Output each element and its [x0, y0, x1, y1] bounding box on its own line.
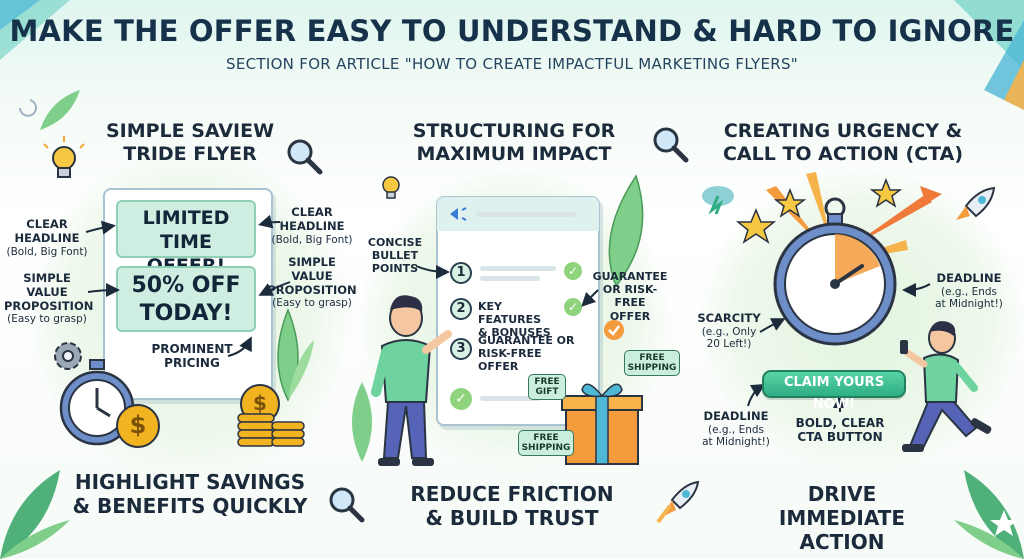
page-subtitle: SECTION FOR ARTICLE "HOW TO CREATE IMPAC…	[226, 55, 798, 73]
lightning-cloud-icon	[702, 186, 734, 215]
rocket-icon-2	[956, 186, 996, 220]
bullet-number-1: 1	[450, 262, 472, 284]
free-shipping-tag-top: FREE SHIPPING	[624, 350, 680, 376]
megaphone-sparkle-icon	[450, 207, 467, 221]
big-stopwatch-icon	[773, 197, 897, 346]
coin-icon: $	[116, 404, 160, 448]
check-icon: ✓	[564, 262, 582, 280]
coin-stack-icon	[237, 413, 305, 447]
key-features-label: KEY FEATURES & BONUSES	[478, 300, 551, 340]
corner-decoration-left	[0, 0, 70, 60]
gear-icon	[54, 342, 82, 370]
panel1-footer: HIGHLIGHT SAVINGS & BENEFITS QUICKLY	[72, 470, 308, 518]
limited-offer-box: LIMITED TIME OFFER!	[116, 200, 256, 277]
bold-cta-callout: BOLD, CLEAR CTA BUTTON	[795, 416, 885, 445]
doc-line	[476, 212, 576, 217]
lightbulb-icon	[43, 136, 85, 178]
left-value-proposition-callout: SIMPLE VALUE PROPOSITION (Easy to grasp)	[4, 271, 94, 326]
leaf-decoration-bottom-left	[0, 470, 70, 559]
check-icon-2: ✓	[564, 298, 582, 316]
leaf-icon-3	[352, 382, 372, 462]
bullet-number-3: 3	[450, 338, 472, 360]
discount-box: 50% OFF TODAY!	[116, 266, 256, 332]
corner-decoration-right	[954, 0, 1024, 110]
guarantee-item-label: GUARANTEE OR RISK-FREE OFFER	[478, 334, 575, 374]
deadline-top-callout: DEADLINE (e.g., Ends at Midnight!)	[935, 271, 1003, 311]
deadline-bottom-callout: DEADLINE (e.g., Ends at Midnight!)	[702, 409, 770, 449]
doc-line	[480, 276, 540, 281]
doc-line	[480, 396, 540, 401]
free-gift-tag: FREE GIFT	[528, 374, 566, 400]
leaf-icon-2	[608, 174, 644, 288]
leaf-icon	[277, 307, 314, 402]
magnifier-icon-3	[329, 487, 365, 523]
gift-box-icon	[561, 383, 643, 465]
stopwatch-icon	[59, 359, 135, 446]
panel2-footer: REDUCE FRICTION & BUILD TRUST	[410, 482, 614, 530]
leaf-decoration-bottom-right	[954, 470, 1024, 559]
leaf-decoration-top-left	[19, 90, 80, 130]
running-man-figure	[900, 321, 992, 452]
check-icon-3: ✓	[450, 388, 472, 410]
scarcity-callout: SCARCITY (e.g., Only 20 Left!)	[697, 311, 761, 351]
magnifier-icon-2	[653, 127, 689, 163]
badge-icon	[604, 320, 624, 340]
free-shipping-tag-bottom: FREE SHIPPING	[518, 430, 574, 456]
right-clear-headline-callout: CLEAR HEADLINE (Bold, Big Font)	[271, 205, 353, 246]
magnifier-icon	[287, 139, 323, 175]
page-title: MAKE THE OFFER EASY TO UNDERSTAND & HARD…	[9, 14, 1015, 48]
rocket-icon	[656, 480, 700, 524]
concise-bullets-callout: CONCISE BULLET POINTS	[367, 236, 423, 276]
bullet-number-2: 2	[450, 298, 472, 320]
guarantee-callout: GUARANTEE OR RISK-FREE OFFER	[592, 270, 668, 323]
right-value-proposition-callout: SIMPLE VALUE PROPOSITION (Easy to grasp)	[267, 255, 357, 310]
prominent-pricing-label: PROMINENT PRICING	[151, 342, 233, 371]
panel2-title: STRUCTURING FOR MAXIMUM IMPACT	[412, 120, 616, 166]
doc-line	[480, 266, 556, 271]
claim-yours-now-button[interactable]: CLAIM YOURS NOW!	[762, 370, 906, 412]
lightbulb-icon-2	[382, 176, 400, 199]
left-clear-headline-callout: CLEAR HEADLINE (Bold, Big Font)	[6, 217, 88, 258]
panel3-footer: DRIVE IMMEDIATE ACTION	[778, 482, 906, 554]
man-figure-panel2	[371, 295, 452, 466]
panel1-title: SIMPLE SAVIEW TRIDE FLYER	[105, 120, 275, 166]
panel3-title: CREATING URGENCY & CALL TO ACTION (CTA)	[722, 120, 964, 166]
